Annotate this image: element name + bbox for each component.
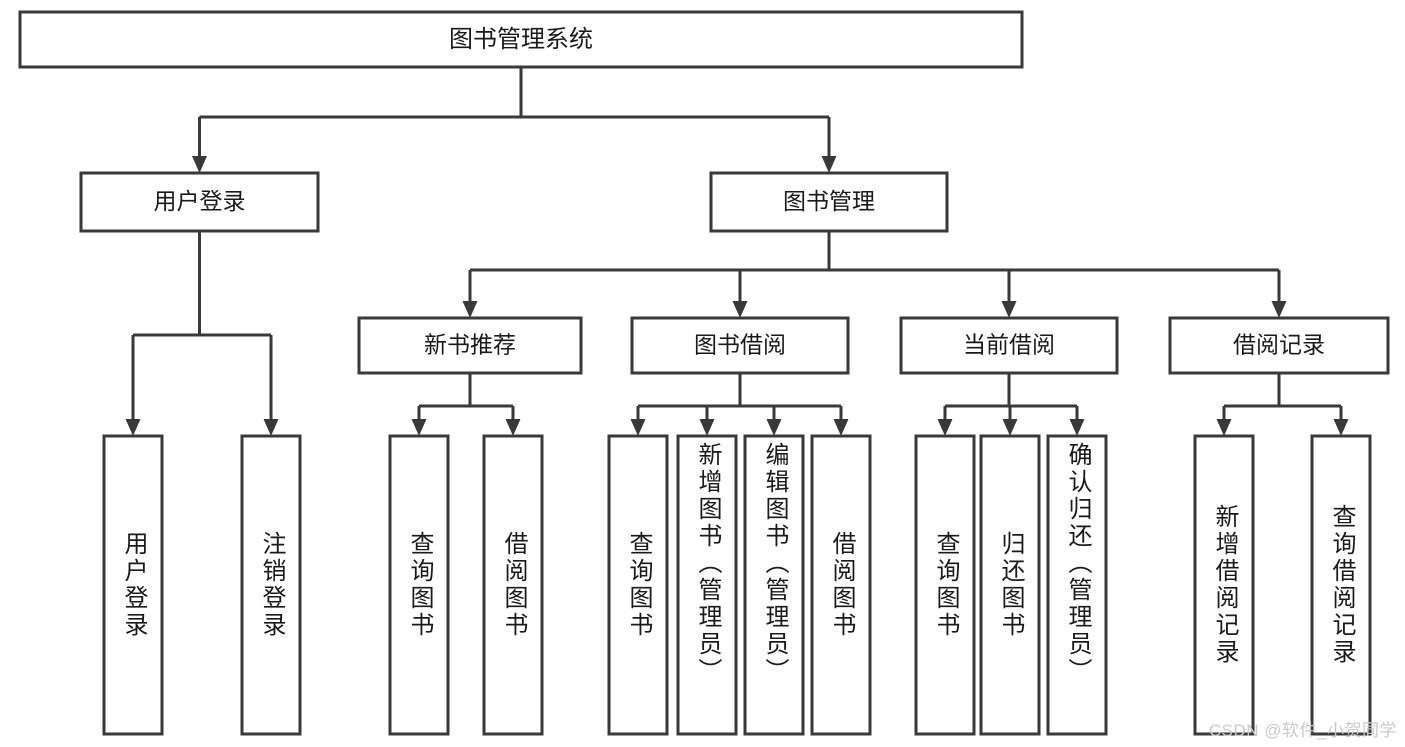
arrow-icon-new-book-recommend: [462, 301, 478, 318]
node-leaf-borrow-book-1[interactable]: [482, 434, 544, 736]
node-label: 当前借阅: [963, 332, 1055, 358]
node-box: [102, 434, 164, 736]
node-box: [709, 171, 949, 233]
arrow-icon-borrow-record: [1271, 301, 1287, 318]
node-box: [630, 316, 850, 375]
node-box: [388, 434, 450, 736]
node-label: 新书推荐: [424, 332, 516, 358]
node-box: [1168, 316, 1390, 375]
node-book-borrow[interactable]: 图书借阅: [630, 316, 850, 375]
node-current-borrow[interactable]: 当前借阅: [899, 316, 1119, 375]
edge-layer: [125, 67, 1349, 436]
node-box: [743, 434, 805, 736]
arrow-icon-leaf-query-book-1: [411, 419, 427, 436]
node-leaf-query-book-2[interactable]: [607, 434, 669, 736]
arrow-icon-current-borrow: [1001, 301, 1017, 318]
node-box: [1310, 434, 1372, 736]
watermark-text: CSDN @软件_小贺同学: [1208, 721, 1397, 740]
node-box: [357, 316, 583, 375]
node-borrow-record[interactable]: 借阅记录: [1168, 316, 1390, 375]
node-box: [979, 434, 1041, 736]
arrow-icon-leaf-add-book: [699, 419, 715, 436]
arrow-icon-leaf-add-record: [1216, 419, 1232, 436]
node-leaf-add-book[interactable]: [676, 434, 738, 736]
arrow-icon-user-login: [192, 156, 207, 173]
arrow-icon-book-borrow: [732, 301, 748, 318]
arrow-icon-leaf-confirm-return: [1069, 419, 1085, 436]
arrow-icon-leaf-query-book-2: [630, 419, 646, 436]
node-leaf-add-record[interactable]: [1193, 434, 1255, 736]
node-box: [1193, 434, 1255, 736]
node-box: [607, 434, 669, 736]
node-user-login[interactable]: 用户登录: [79, 171, 320, 233]
arrow-icon-leaf-borrow-book-2: [833, 419, 849, 436]
node-leaf-logout[interactable]: [240, 434, 302, 736]
node-leaf-user-login[interactable]: [102, 434, 164, 736]
node-box: [1046, 434, 1108, 736]
arrow-icon-leaf-edit-book: [766, 419, 782, 436]
node-box: [482, 434, 544, 736]
arrow-icon-leaf-user-login: [125, 419, 141, 436]
arrow-icon-book-manage: [821, 156, 837, 173]
node-leaf-edit-book[interactable]: [743, 434, 805, 736]
node-box: [240, 434, 302, 736]
node-leaf-query-book-3[interactable]: [914, 434, 976, 736]
node-box: [676, 434, 738, 736]
node-leaf-query-book-1[interactable]: [388, 434, 450, 736]
node-label: 图书借阅: [694, 332, 786, 358]
node-root[interactable]: 图书管理系统: [18, 10, 1024, 69]
node-box: [810, 434, 872, 736]
arrow-icon-leaf-logout: [263, 419, 279, 436]
node-leaf-borrow-book-2[interactable]: [810, 434, 872, 736]
node-leaf-return-book[interactable]: [979, 434, 1041, 736]
node-leaf-confirm-return[interactable]: [1046, 434, 1108, 736]
node-new-book-recommend[interactable]: 新书推荐: [357, 316, 583, 375]
node-leaf-query-record[interactable]: [1310, 434, 1372, 736]
arrow-icon-leaf-return-book: [1002, 419, 1018, 436]
node-label: 图书管理: [783, 188, 875, 214]
node-box: [18, 10, 1024, 69]
node-box: [914, 434, 976, 736]
node-box: [79, 171, 320, 233]
arrow-icon-leaf-query-record: [1333, 419, 1349, 436]
arrow-icon-leaf-query-book-3: [937, 419, 953, 436]
arrow-icon-leaf-borrow-book-1: [505, 419, 521, 436]
node-label: 图书管理系统: [449, 26, 593, 53]
node-label: 借阅记录: [1233, 332, 1325, 358]
node-box: [899, 316, 1119, 375]
node-label: 用户登录: [154, 188, 246, 214]
node-book-manage[interactable]: 图书管理: [709, 171, 949, 233]
